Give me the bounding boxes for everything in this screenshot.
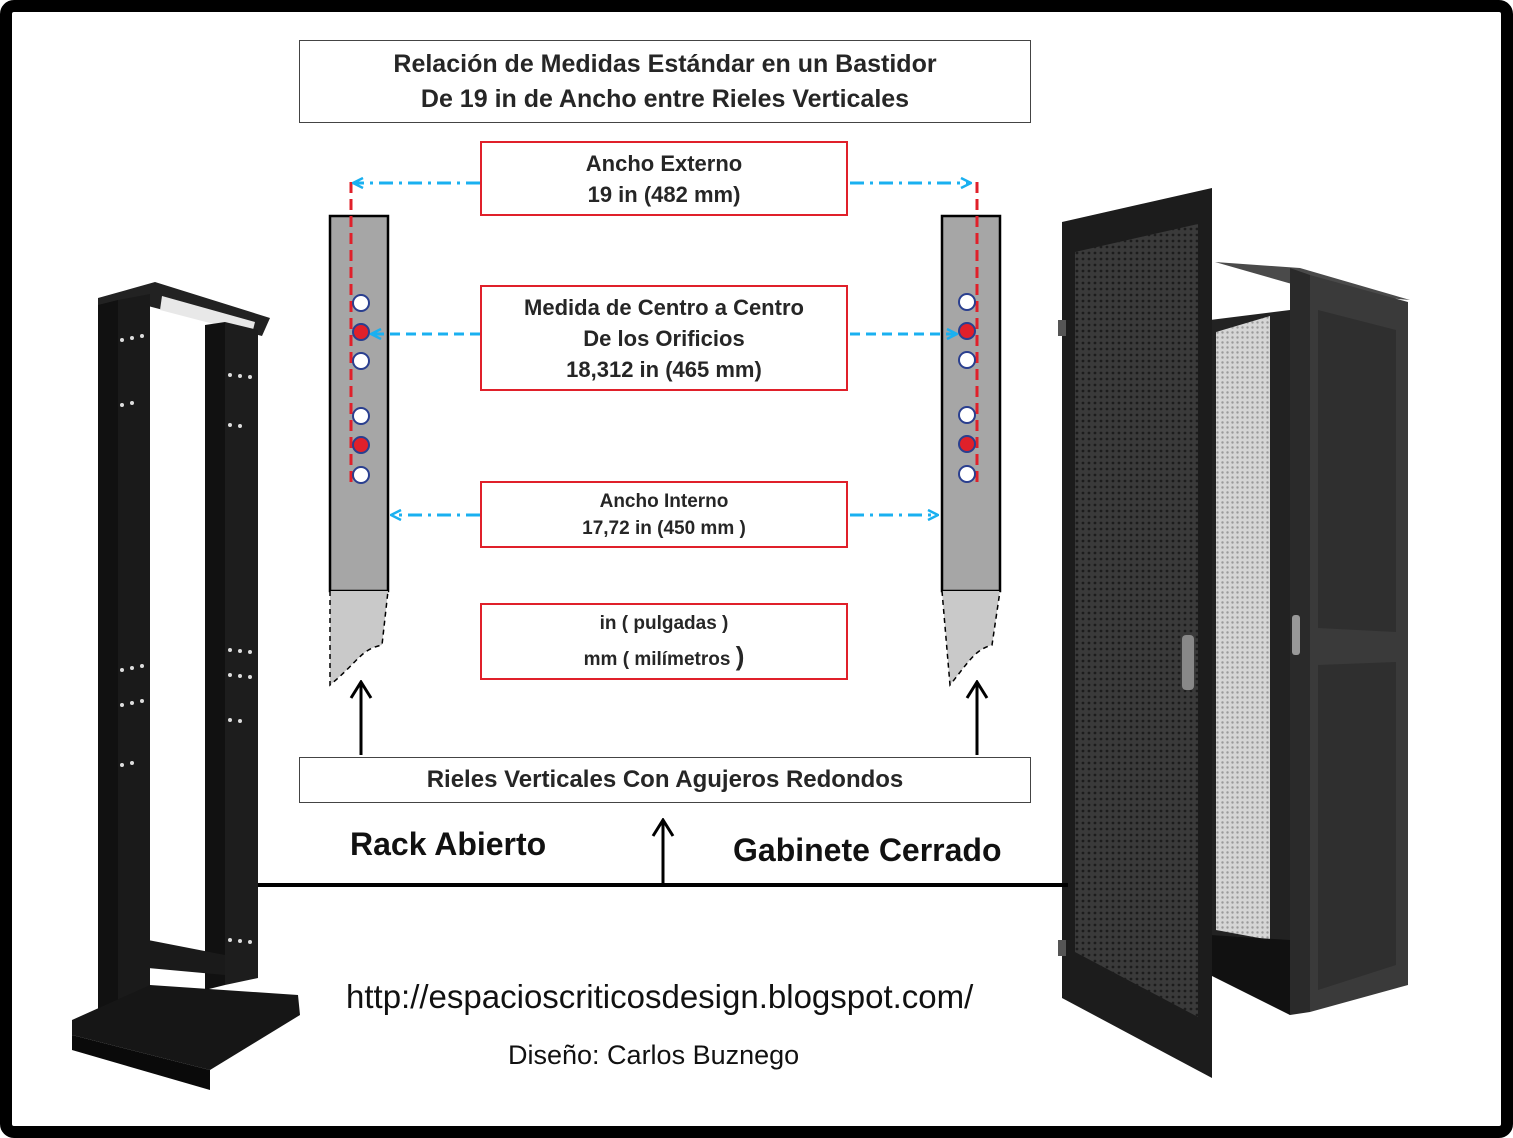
center-to-center-line-2: De los Orificios [583,325,745,351]
rail-pointer-arrows [258,682,1068,887]
closed-cabinet-illustration [1058,188,1410,1078]
rack-label: Rack Abierto [350,826,547,862]
rails-label-box: Rieles Verticales Con Agujeros Redondos [299,757,1031,803]
center-to-center-value: 18,312 in (465 mm) [566,356,762,382]
right-rail [940,214,1002,687]
left-rail [328,214,390,687]
external-width-box: Ancho Externo 19 in (482 mm) [480,141,848,216]
design-credit: Diseño: Carlos Buznego [508,1040,800,1070]
units-inches: in ( pulgadas ) [599,613,729,634]
open-rack-illustration [72,282,300,1090]
blog-url: http://espacioscriticosdesign.blogspot.c… [346,978,974,1015]
center-to-center-line-1: Medida de Centro a Centro [524,294,804,320]
title-line-1: Relación de Medidas Estándar en un Basti… [393,49,937,78]
units-close-paren: ) [735,641,745,671]
title-line-2: De 19 in de Ancho entre Rieles Verticale… [420,84,910,113]
cabinet-label: Gabinete Cerrado [733,832,1002,868]
diagram-title: Relación de Medidas Estándar en un Basti… [299,40,1031,123]
units-legend-box: in ( pulgadas ) mm ( milímetros ) [480,603,848,680]
right-rail-holes [958,293,976,483]
external-width-label: Ancho Externo [585,150,743,176]
internal-width-value: 17,72 in (450 mm ) [582,517,746,539]
units-millimeters: mm ( milímetros [583,649,731,670]
internal-width-label: Ancho Interno [599,490,729,512]
internal-width-box: Ancho Interno 17,72 in (450 mm ) [480,481,848,548]
center-to-center-box: Medida de Centro a Centro De los Orifici… [480,285,848,391]
left-rail-holes [352,294,370,484]
rails-label: Rieles Verticales Con Agujeros Redondos [426,766,904,793]
external-width-value: 19 in (482 mm) [587,181,741,207]
units-millimeters-line: mm ( milímetros ) [584,640,745,676]
